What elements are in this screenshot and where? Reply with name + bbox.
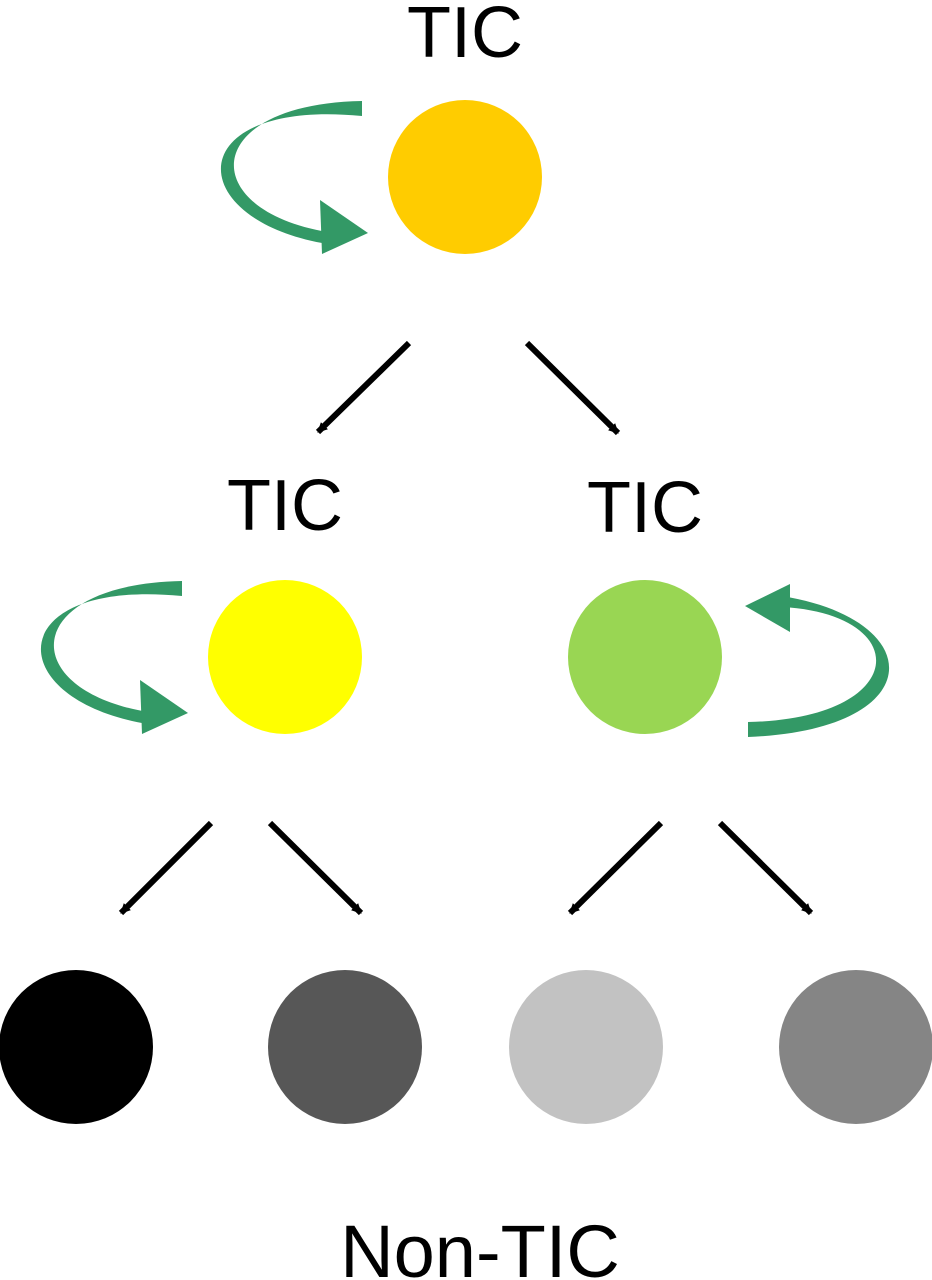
self-renewal-arrow-mid-left [40,581,188,734]
top-cell-label: TIC [407,0,523,73]
mid-right-cell-label: TIC [587,468,703,548]
lineage-arrow-mid-left-to-cell-2 [267,820,364,916]
lineage-arrow-top-to-mid-right [524,340,621,436]
mid-left-cell-label: TIC [227,466,343,546]
top-tic-cell [388,100,542,254]
lineage-arrow-mid-left-to-cell-1 [118,820,214,916]
self-renewal-arrow-top [220,101,368,254]
lineage-arrow-mid-right-to-cell-3 [567,820,664,916]
non-tic-cell-3 [509,970,663,1124]
mid-left-tic-cell [208,580,362,734]
non-tic-cell-1 [0,970,153,1124]
non-tic-cell-2 [268,970,422,1124]
non-tic-label: Non-TIC [340,1210,620,1280]
non-tic-cell-4 [779,970,932,1124]
self-renewal-arrow-mid-right [745,584,890,737]
lineage-arrow-top-to-mid-left [315,340,412,435]
lineage-arrow-mid-right-to-cell-4 [717,820,814,916]
mid-right-tic-cell [568,580,722,734]
